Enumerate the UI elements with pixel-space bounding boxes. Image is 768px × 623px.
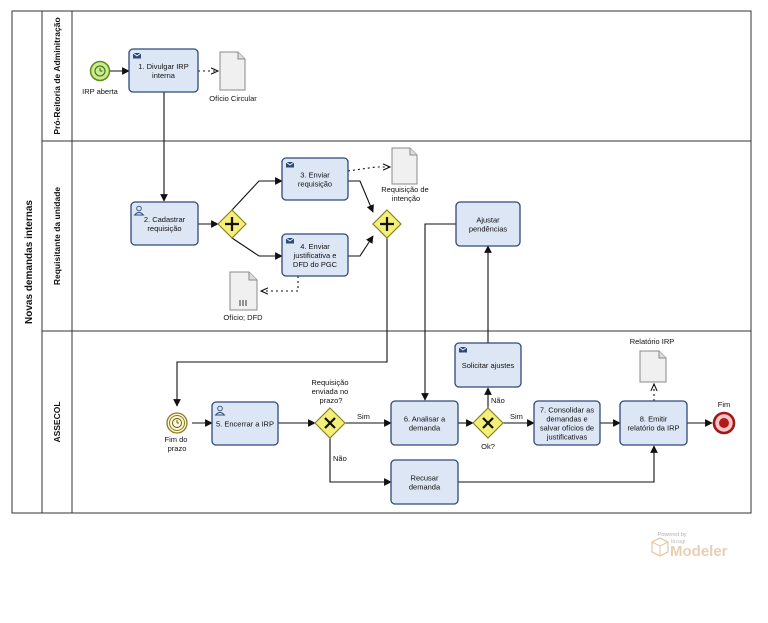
exclusive-gateway-prazo[interactable]: Requisição enviada no prazo? — [311, 378, 350, 439]
document-oficio-circular[interactable]: Ofício Circular — [209, 51, 257, 103]
task-encerrar-irp[interactable]: 5. Encerrar a IRP — [211, 401, 279, 446]
document-label: Ofício; DFD — [223, 313, 263, 322]
document-requisicao-intencao[interactable]: Requisição de intenção — [381, 147, 431, 203]
envelope-icon — [285, 161, 295, 168]
associations — [198, 71, 654, 401]
task-label: 5. Encerrar a IRP — [216, 420, 274, 429]
cube-icon — [651, 537, 669, 557]
lane-title-assecol: ASSECOL — [52, 401, 62, 442]
collection-marker-icon — [239, 300, 247, 306]
watermark-bizagi-text: bizagi — [671, 539, 685, 545]
parallel-gateway-split[interactable] — [217, 209, 247, 239]
flow-labels: Sim Não Sim Não — [333, 396, 523, 463]
lane-title-requisitante: Requisitante da unidade — [52, 187, 62, 286]
envelope-icon — [458, 346, 468, 353]
flow-label-sim-2: Sim — [510, 412, 523, 421]
flow-label-nao-2: Não — [491, 396, 505, 405]
timer-event-label: Fim do prazo — [164, 435, 189, 453]
sequence-flows — [110, 67, 713, 486]
parallel-gateway-join[interactable] — [372, 209, 402, 239]
document-relatorio-irp[interactable]: Relatório IRP — [630, 337, 675, 383]
document-label: Relatório IRP — [630, 337, 675, 346]
start-event[interactable]: IRP aberta — [82, 60, 119, 97]
timer-event[interactable]: Fim do prazo — [164, 412, 189, 453]
start-event-label: IRP aberta — [82, 87, 119, 96]
task-label: Solicitar ajustes — [462, 361, 515, 370]
envelope-icon — [132, 52, 142, 59]
flow-label-sim-1: Sim — [357, 412, 370, 421]
document-label: Ofício Circular — [209, 94, 257, 103]
lane-title-proreitoria: Pró-Reitoria de Adminitração — [52, 17, 62, 134]
user-icon — [133, 205, 145, 216]
task-solicitar-ajustes[interactable]: Solicitar ajustes — [454, 342, 522, 388]
end-event-label: Fim — [718, 400, 731, 409]
watermark-brand-text: Modeler — [670, 543, 728, 560]
pool-title: Novas demandas internas — [24, 200, 35, 324]
user-icon — [214, 405, 226, 416]
flow-label-nao-1: Não — [333, 454, 347, 463]
envelope-icon — [285, 237, 295, 244]
end-event[interactable]: Fim — [712, 400, 736, 435]
document-label: Requisição de intenção — [381, 185, 431, 203]
bizagi-watermark: Powered by bizagi Modeler — [651, 532, 728, 560]
exclusive-gateway-ok[interactable]: Ok? — [472, 407, 504, 451]
gateway-prazo-label: Requisição enviada no prazo? — [311, 378, 350, 405]
gateway-ok-label: Ok? — [481, 442, 495, 451]
document-oficio-dfd[interactable]: Ofício; DFD — [223, 271, 263, 322]
watermark-powered-text: Powered by — [657, 532, 686, 538]
